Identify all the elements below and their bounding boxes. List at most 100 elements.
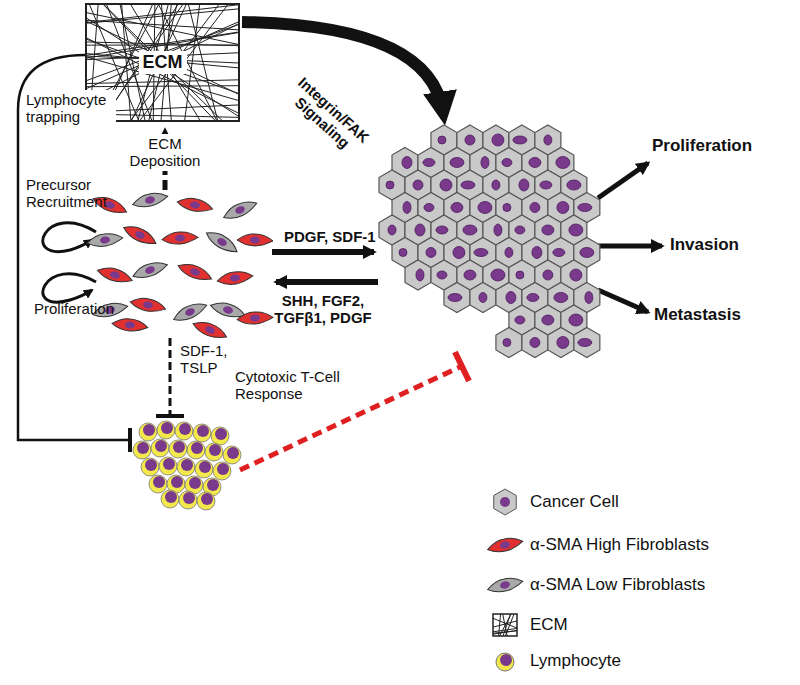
lymphocyte [149, 475, 167, 493]
fibroblast [237, 310, 274, 325]
recruitment-loop [43, 223, 96, 252]
cancer-cell [522, 328, 548, 358]
legend-ecm-swatch [493, 614, 517, 636]
lymphocyte [179, 491, 197, 509]
fiber-line [126, 4, 223, 121]
lymphocyte [177, 458, 195, 476]
diagram-label: SHH, FGF2, TGFβ1, PDGF [264, 292, 382, 327]
lymphocyte [151, 439, 169, 457]
fiber-line [86, 37, 239, 95]
legend-label: α-SMA High Fibroblasts [530, 535, 709, 555]
fiber-line [86, 86, 239, 87]
diagram-label: Metastasis [654, 305, 774, 325]
fibroblast [162, 230, 199, 245]
diagram-label: Precursor Recruitment [26, 176, 126, 211]
diagram-label: Proliferation [34, 300, 134, 317]
fiber-line [98, 4, 220, 121]
diagram-label: Cytotoxic T-Cell Response [235, 368, 360, 403]
node-text: ECM [139, 51, 187, 74]
inhibition-bar [156, 414, 184, 418]
output-arrow [598, 244, 662, 249]
legend-label: Lymphocyte [530, 651, 621, 671]
arrows [18, 22, 662, 470]
fibroblast [176, 196, 214, 214]
lymphocyte [213, 462, 231, 480]
inhibition-bar [128, 428, 132, 452]
output-arrow [598, 290, 648, 312]
lymphocyte [205, 443, 223, 461]
fibroblast [171, 299, 209, 325]
cancer-cell [444, 283, 470, 313]
integrin-fak-arrow [242, 22, 443, 112]
fiber-line [187, 4, 219, 121]
cancer-cell [496, 328, 522, 358]
cancer-cell [470, 283, 496, 313]
legend-ecm-fibers [493, 614, 517, 636]
lymphocyte [157, 421, 175, 439]
fibroblast [112, 317, 149, 332]
fibroblast [131, 258, 169, 282]
cancer-cell [574, 328, 600, 358]
fiber-line [497, 614, 514, 636]
fibroblast [96, 264, 134, 285]
fiber-line [86, 8, 239, 23]
trapping-line [18, 55, 128, 440]
fiber-line [98, 4, 228, 121]
inhibition-line [169, 338, 172, 414]
fibroblast [131, 189, 169, 210]
fibroblast [129, 296, 167, 314]
lymphocyte [211, 427, 229, 445]
lymphocyte [197, 492, 215, 510]
lymphocyte [195, 460, 213, 478]
lymphocyte [223, 446, 241, 464]
paracrine-arrow [276, 279, 378, 285]
lymphocyte [187, 441, 205, 459]
fibroblast [221, 197, 259, 223]
lymphocyte [141, 458, 159, 476]
fiber-line [86, 4, 239, 23]
fiber-line [493, 616, 517, 630]
fibroblast [86, 231, 124, 249]
diagram-label: ECM Deposition [120, 134, 210, 171]
lymphocyte [169, 440, 187, 458]
lymphocyte [161, 490, 179, 508]
fiber-line [121, 4, 131, 121]
cells [86, 125, 600, 510]
legend-fibroblast-swatch [486, 574, 524, 595]
fiber-line [86, 19, 239, 97]
lymphocyte [175, 422, 193, 440]
inhibition-bar [455, 352, 469, 381]
lymphocyte [193, 424, 211, 442]
legend-label: α-SMA Low Fibroblasts [530, 575, 705, 595]
fiber-line [86, 42, 239, 46]
fibroblast [191, 318, 229, 342]
diagram-label: Lymphocyte trapping [26, 90, 116, 127]
fiber-line [129, 4, 189, 121]
diagram-label: Proliferation [652, 136, 772, 156]
output-arrow [598, 163, 648, 198]
lymphocyte [139, 423, 157, 441]
fiber-line [86, 19, 239, 91]
cancer-cell [548, 328, 574, 358]
legend-swatches [486, 489, 524, 671]
diagram-label: PDGF, SDF-1 [284, 228, 394, 245]
fibroblast [176, 260, 214, 284]
legend-cancer-swatch [494, 489, 517, 515]
fiber-line [127, 4, 203, 121]
legend-label: Cancer Cell [530, 492, 619, 512]
fibroblast [203, 228, 240, 257]
diagram-label: SDF-1, TSLP [180, 342, 240, 377]
lymphocyte [133, 441, 151, 459]
cancer-cell [405, 260, 431, 290]
diagram-label: Integrin/FAK Signaling [275, 66, 381, 167]
fibroblast [216, 269, 254, 287]
diagram-label: Invasion [670, 235, 780, 255]
paracrine-arrow [272, 249, 374, 255]
legend-label: ECM [530, 615, 568, 635]
fibroblast [121, 222, 159, 248]
proliferation-loop [43, 274, 96, 302]
lymphocyte [159, 457, 177, 475]
fibroblast [237, 234, 273, 246]
legend-fibroblast-swatch [486, 534, 524, 555]
